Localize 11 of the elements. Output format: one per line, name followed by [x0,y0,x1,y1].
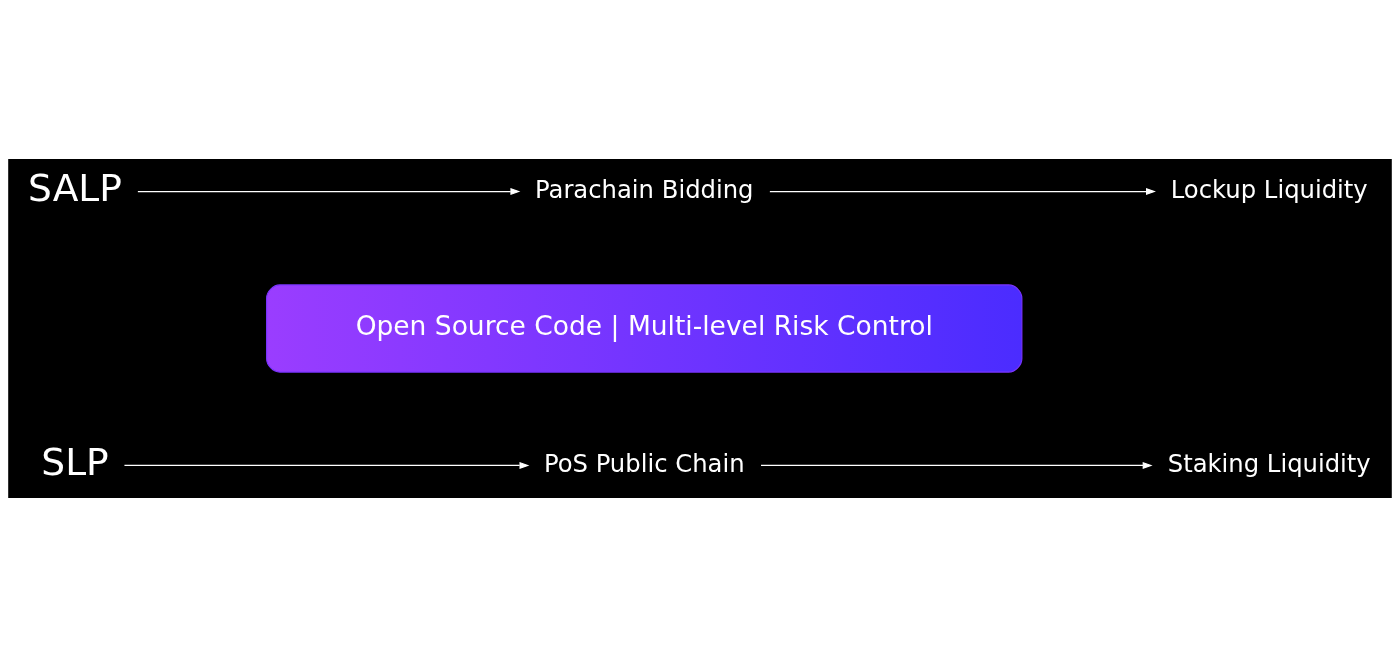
arrow [123,461,530,469]
node-box: Open Source Code | Multi-level Risk Control [266,283,1023,373]
arrow [769,187,1156,195]
arrow [760,461,1153,469]
node-text: SALP [28,165,122,210]
node-text: Staking Liquidity [1167,448,1371,478]
arrow [137,187,521,195]
node-text: PoS Public Chain [543,448,745,478]
node-text: SLP [41,439,109,484]
node-text: Parachain Bidding [534,174,754,204]
node-text: Lockup Liquidity [1170,174,1368,204]
